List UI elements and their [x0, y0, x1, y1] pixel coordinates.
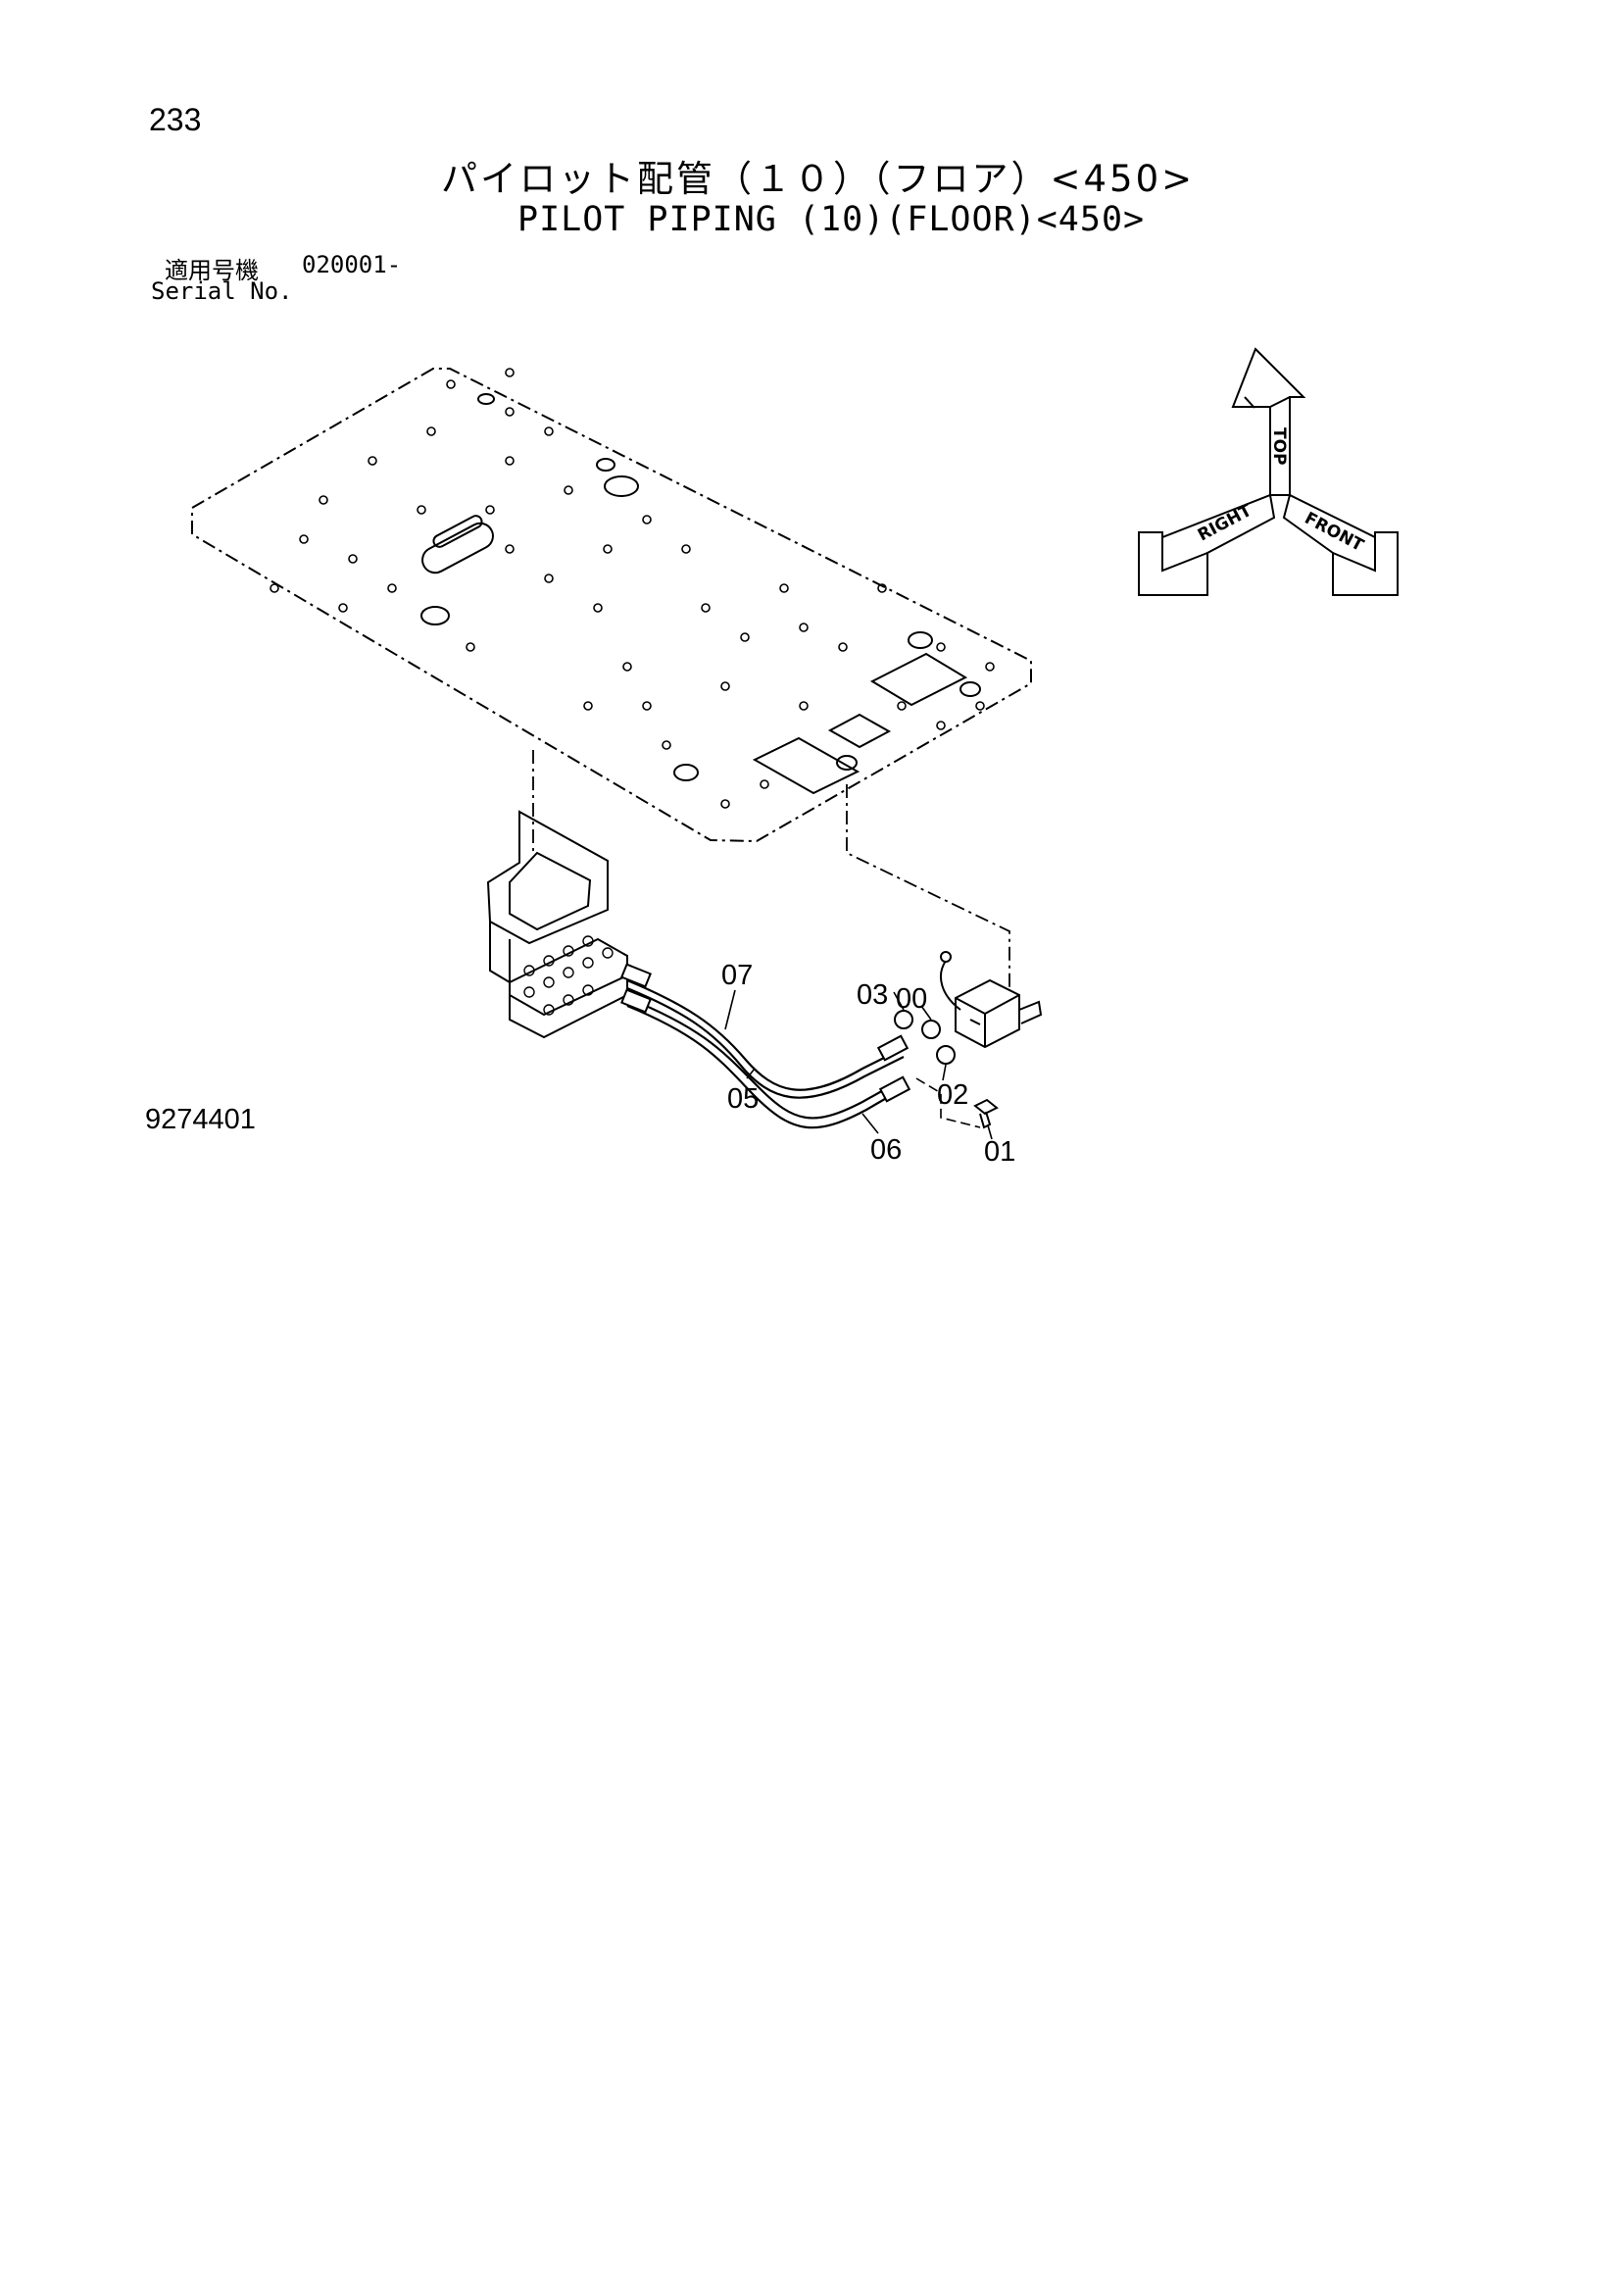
floor-plate: [191, 368, 1032, 843]
serial-label-japanese: 適用号機: [165, 257, 259, 284]
control-valve-block: [486, 810, 628, 1039]
callouts: 07 03 00 02 05 06 01: [721, 960, 1015, 1168]
callout-00: 00: [896, 983, 927, 1015]
orientation-indicator: TOP RIGHT FRONT: [1138, 347, 1399, 596]
callout-03: 03: [857, 979, 888, 1011]
leader-lines: [724, 989, 993, 1140]
projection-lines: [532, 750, 1010, 1015]
floor-large-holes: [420, 393, 981, 781]
pilot-valve-body: [940, 951, 1043, 1049]
small-fittings: [894, 1010, 999, 1129]
callout-01: 01: [984, 1136, 1015, 1168]
floor-small-holes: [270, 368, 995, 809]
drawing-number: 9274401: [145, 1104, 256, 1135]
page-title-japanese: パイロット配管（１０）（フロア）<450>: [441, 158, 1196, 200]
hose-fittings: [620, 963, 911, 1103]
floor-slots: [421, 515, 968, 795]
page-title-english: PILOT PIPING (10)(FLOOR)<450>: [517, 200, 1146, 239]
hoses: [626, 978, 905, 1129]
serial-label-english: Serial No.: [151, 277, 293, 305]
page-number: 233: [149, 102, 202, 137]
callout-07: 07: [721, 960, 753, 991]
callout-02: 02: [937, 1079, 968, 1111]
callout-05: 05: [727, 1083, 759, 1115]
callout-06: 06: [870, 1134, 902, 1166]
serial-number-value: 020001-: [302, 251, 402, 278]
orientation-top-label: TOP: [1269, 427, 1289, 466]
